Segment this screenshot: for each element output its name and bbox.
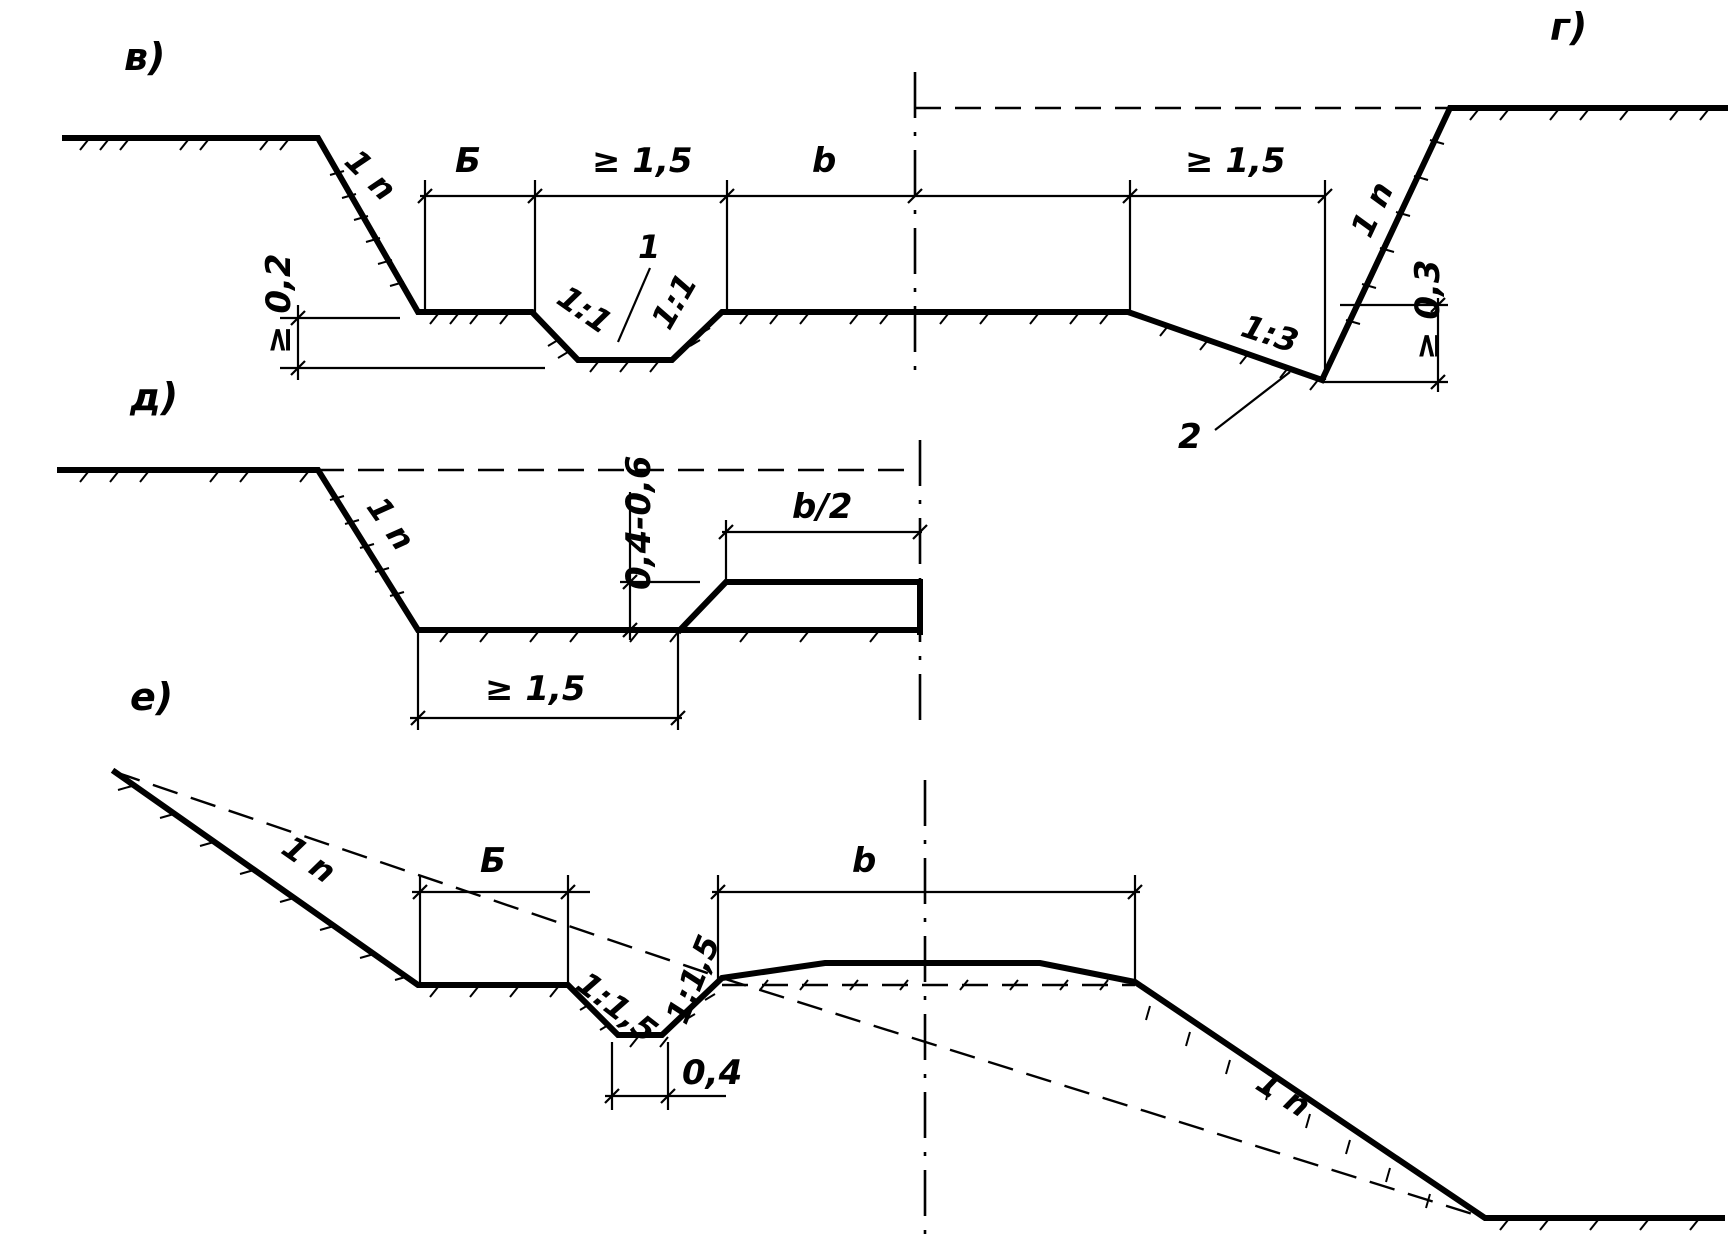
top-ditch-depth: ≥ 0,2: [259, 253, 299, 354]
bottom-road-ticks: [710, 884, 1143, 900]
middle-half-width: b/2: [792, 487, 852, 527]
top-ditch-slope-a: 1:1: [550, 278, 619, 342]
top-berm-width: Б: [455, 141, 481, 181]
middle-bottom-width: ≥ 1,5: [485, 669, 586, 709]
middle-profile: [57, 467, 921, 633]
top-callout-leader: [1214, 371, 1291, 431]
middle-hatching: [79, 471, 879, 643]
bottom-slope-right: 1 n: [1250, 1063, 1318, 1125]
top-hatching: [79, 109, 1709, 391]
panel-label-g: г): [1550, 5, 1587, 49]
bottom-berm-ticks: [412, 884, 576, 900]
middle-height-ticks: [622, 574, 638, 638]
middle-step-height: 0,4-0,6: [619, 455, 659, 590]
panel-label-d: д): [129, 375, 178, 419]
top-right-depth: ≥ 0,3: [1408, 259, 1448, 360]
bottom-road-width: b: [852, 841, 876, 881]
top-right-ditch: ≥ 1,5: [1185, 141, 1286, 181]
bottom-section: 1 n 1 n Б b 1:1,5 1:1,5 0,4: [110, 767, 1725, 1231]
panel-label-v: в): [124, 35, 165, 79]
bottom-hatching: [117, 785, 1699, 1231]
top-ditch-top: ≥ 1,5: [592, 141, 693, 181]
bottom-slope-left: 1 n: [275, 828, 343, 891]
top-right-depth-ticks: [1430, 297, 1446, 390]
top-depth-ticks: [290, 310, 306, 376]
top-section: Б ≥ 1,5 b ≥ 1,5 1 n 1 n ≥ 0,2 1:1 1:1 1 …: [62, 105, 1728, 457]
middle-step: [675, 579, 921, 635]
top-ditch-leader-label: 1: [638, 228, 660, 266]
top-callout: 2: [1178, 417, 1202, 457]
middle-section: 1 n 0,4-0,6 b/2 ≥ 1,5: [57, 455, 928, 730]
top-road-width: b: [812, 141, 836, 181]
middle-bottom-ticks: [410, 710, 686, 726]
top-ditch-leader: [616, 267, 652, 343]
top-profile-left: [62, 105, 1728, 384]
bottom-ditch-bottom: 0,4: [682, 1053, 742, 1093]
top-dim-ticks: [417, 188, 1333, 204]
bottom-ditch-ticks: [604, 1088, 676, 1104]
bottom-berm-width: Б: [480, 841, 506, 881]
top-slope-left: 1 n: [337, 142, 404, 209]
bottom-dashed-ground: [114, 770, 1486, 1220]
bottom-profile: [110, 767, 1725, 1221]
top-ditch-slope-b: 1:1: [643, 267, 705, 336]
panel-label-e: е): [130, 675, 173, 719]
middle-half-ticks: [718, 524, 928, 540]
